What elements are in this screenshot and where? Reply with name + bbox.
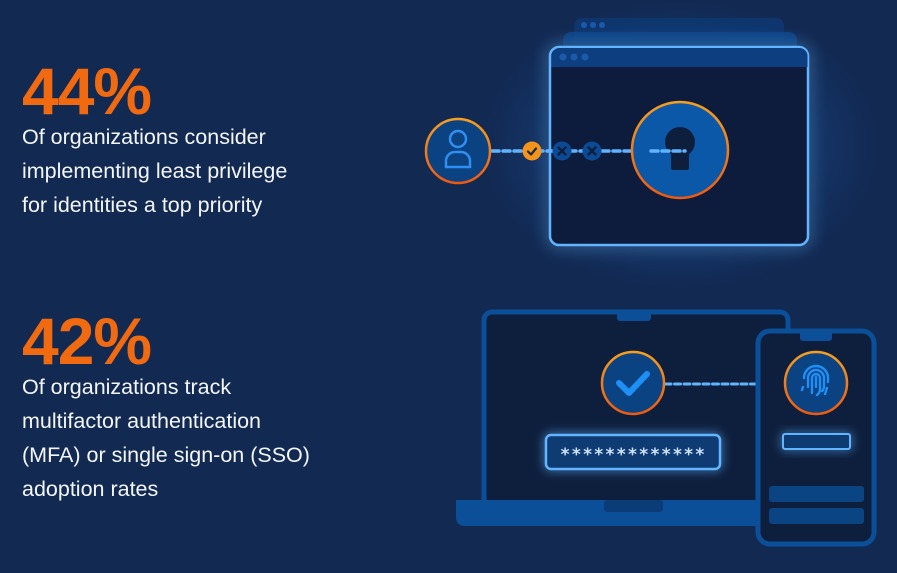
phone-input-field [782,433,851,450]
denied-badge [552,141,572,161]
stat-description-line: for identities a top priority [22,193,263,217]
mfa-illustration: ************* [456,309,877,547]
x-icon [587,146,597,156]
stat-description-line: implementing least privilege [22,159,288,183]
user-icon [444,129,472,169]
laptop-base [456,500,786,526]
window-dot [590,22,596,28]
stat-description-line: (MFA) or single sign-on (SSO) [22,443,310,467]
fingerprint-icon [800,364,830,397]
window-dot [570,53,578,61]
phone-button [769,508,864,524]
keyhole-badge [630,100,730,200]
stat-description-line: Of organizations consider [22,125,266,149]
stat-description-line: multifactor authentication [22,409,262,433]
fingerprint-badge [783,350,849,416]
stat-description: Of organizations consider implementing l… [22,120,287,222]
laptop [456,309,791,526]
window-dot [581,22,587,28]
password-mask: ************* [560,445,706,465]
x-icon [557,146,567,156]
phone-button [769,486,864,502]
laptop-camera [617,310,651,321]
check-icon [526,147,538,156]
password-field [544,433,722,471]
phone-notch [800,330,832,341]
denied-badge [582,141,602,161]
check-icon [616,371,650,396]
check-badge [522,141,542,161]
stat-least-privilege: 44% Of organizations consider implementi… [22,58,287,222]
stat-description: Of organizations track multifactor authe… [22,370,310,506]
stat-mfa-sso: 42% Of organizations track multifactor a… [22,308,310,506]
window-titlebar [551,48,808,67]
window-dot [559,53,567,61]
stat-description-line: Of organizations track [22,375,232,399]
user-badge [424,117,492,185]
stat-value: 42% [22,304,152,378]
window-dot [599,22,605,28]
stat-value: 44% [22,54,152,128]
stat-description-line: adoption rates [22,477,159,501]
least-privilege-illustration [424,0,880,290]
check-badge [600,350,666,416]
laptop-notch [604,500,663,512]
window-dot [581,53,589,61]
